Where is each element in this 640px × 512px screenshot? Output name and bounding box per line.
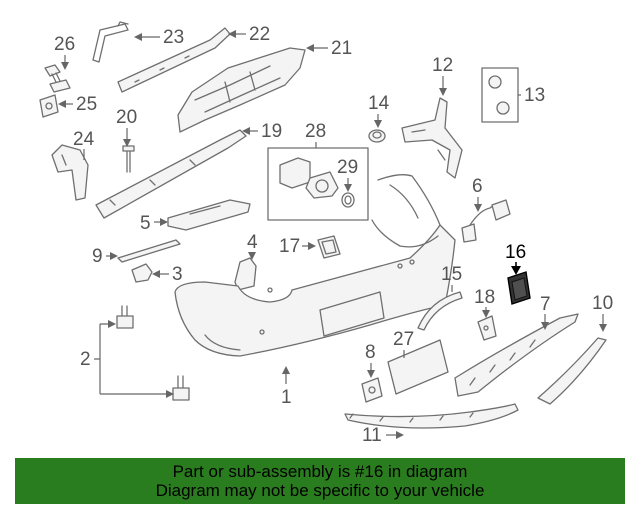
callout-4: 4 — [247, 232, 258, 260]
callout-23-label: 23 — [163, 27, 184, 48]
callout-28-label: 28 — [305, 121, 326, 142]
callout-26: 26 — [54, 34, 75, 70]
callout-1: 1 — [281, 366, 292, 408]
callout-6: 6 — [472, 176, 483, 212]
banner-line-2: Diagram may not be specific to your vehi… — [155, 481, 485, 500]
callout-21: 21 — [306, 38, 352, 59]
callout-3-label: 3 — [172, 264, 183, 285]
part-6-harness — [461, 199, 511, 243]
part-14-clip — [368, 129, 386, 143]
part-16-cover — [507, 271, 531, 305]
part-19-bar — [95, 129, 247, 219]
callout-10: 10 — [592, 293, 613, 332]
callout-18-label: 18 — [474, 287, 495, 308]
part-11-lower-strip — [344, 403, 519, 429]
part-1-bumper-cover — [174, 174, 456, 357]
callout-22: 22 — [228, 24, 270, 45]
part-13-clips — [481, 67, 519, 123]
part-12-side-bracket — [401, 97, 463, 179]
callout-27-label: 27 — [393, 329, 414, 350]
part-24-mount — [51, 144, 89, 201]
callout-14-label: 14 — [368, 93, 390, 114]
callout-12-label: 12 — [432, 55, 453, 76]
callout-22-label: 22 — [249, 24, 270, 45]
part-15-liner — [417, 291, 463, 331]
callout-2-label: 2 — [80, 349, 91, 370]
callout-8-label: 8 — [365, 342, 376, 363]
callout-27: 27 — [393, 329, 414, 358]
part-29-ring — [341, 192, 355, 208]
callout-25-label: 25 — [76, 94, 97, 115]
callout-19: 19 — [242, 121, 282, 142]
callout-4-label: 4 — [247, 232, 258, 253]
part-17-cover — [317, 235, 341, 259]
parts-diagram: 26 23 22 21 25 — [39, 21, 613, 446]
part-9-strip — [117, 239, 181, 263]
callout-13: 13 — [518, 85, 545, 106]
callout-15: 15 — [441, 264, 462, 292]
callout-1-label: 1 — [281, 387, 292, 408]
callout-11-label: 11 — [362, 425, 382, 446]
callout-19-label: 19 — [261, 121, 282, 142]
callout-2: 2 — [80, 320, 174, 398]
part-21-absorber — [177, 47, 306, 133]
callout-23: 23 — [134, 27, 184, 48]
part-10-side-trim — [537, 337, 607, 405]
callout-16: 16 — [505, 242, 526, 275]
callout-17-label: 17 — [279, 236, 300, 257]
info-banner: Part or sub-assembly is #16 in diagram D… — [15, 458, 625, 504]
callout-3: 3 — [152, 264, 183, 285]
callout-11: 11 — [362, 425, 404, 446]
part-25-gasket — [39, 94, 59, 118]
callout-8: 8 — [365, 342, 376, 378]
part-23-bracket — [92, 21, 129, 63]
callout-24-label: 24 — [73, 129, 95, 150]
banner-line-1: Part or sub-assembly is #16 in diagram — [172, 462, 468, 481]
callout-26-label: 26 — [54, 34, 75, 55]
callout-14: 14 — [368, 93, 390, 128]
callout-17: 17 — [279, 236, 316, 257]
part-26-bolt — [44, 64, 71, 93]
part-27-plate — [387, 339, 449, 395]
part-7-diffuser — [454, 313, 579, 397]
callout-7: 7 — [540, 294, 551, 330]
callout-9-label: 9 — [92, 246, 103, 267]
part-18-bracket — [477, 315, 497, 341]
callout-6-label: 6 — [472, 176, 483, 197]
callout-20: 20 — [116, 107, 137, 147]
callout-5: 5 — [140, 213, 168, 234]
callout-18: 18 — [474, 287, 495, 318]
part-5-plate-bracket — [167, 199, 251, 231]
callout-28: 28 — [305, 121, 326, 148]
part-8-bracket — [361, 377, 383, 403]
callout-5-label: 5 — [140, 213, 151, 234]
callout-13-label: 13 — [524, 85, 545, 106]
part-2-bolts — [116, 305, 190, 401]
callout-25: 25 — [58, 94, 97, 115]
callout-29: 29 — [337, 157, 358, 192]
callout-29-label: 29 — [337, 157, 358, 178]
part-20-bolt — [122, 145, 135, 173]
callout-15-label: 15 — [441, 264, 462, 285]
callout-20-label: 20 — [116, 107, 137, 128]
callout-10-label: 10 — [592, 293, 613, 314]
callout-9: 9 — [92, 246, 118, 267]
part-4-bracket — [234, 257, 257, 291]
callout-12: 12 — [432, 55, 453, 96]
part-3-clip — [131, 263, 153, 283]
part-28-sensor-kit — [267, 147, 369, 221]
callout-16-label: 16 — [505, 242, 526, 263]
callout-21-label: 21 — [331, 38, 352, 59]
callout-7-label: 7 — [540, 294, 551, 315]
callout-24: 24 — [73, 129, 95, 160]
